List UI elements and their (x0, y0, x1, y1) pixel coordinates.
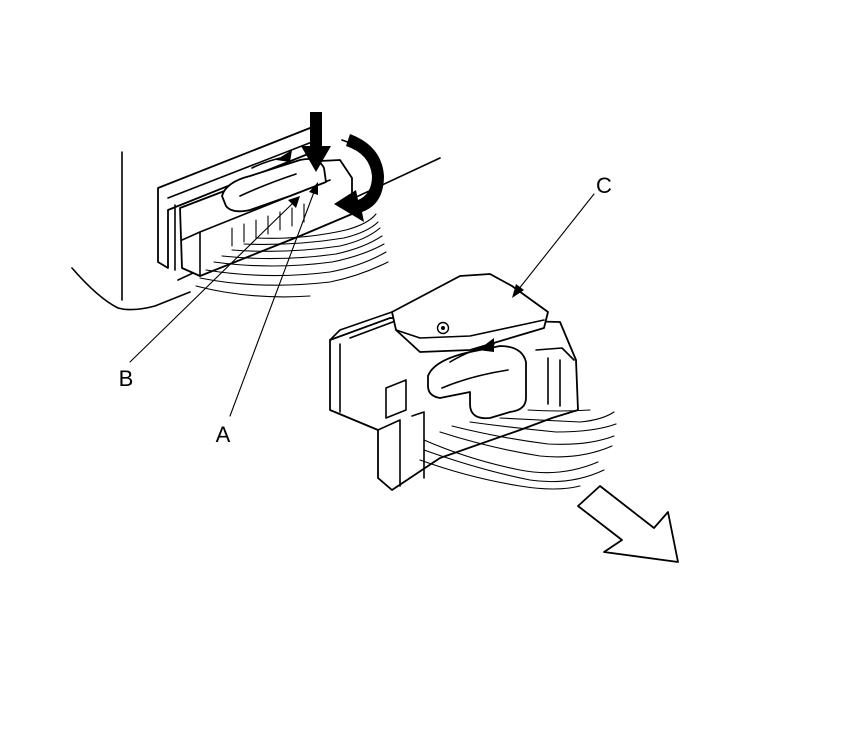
press-arrow-icon (301, 112, 331, 172)
leader-lines (129, 182, 595, 417)
callout-c: C (596, 173, 612, 198)
callout-b: B (119, 366, 134, 391)
pull-direction-arrow-icon (577, 485, 679, 563)
ecu-socket (157, 127, 353, 277)
callout-a: A (216, 422, 231, 447)
rotate-arrow-icon (334, 134, 384, 222)
plug-connector (329, 273, 617, 491)
upper-harness-wires (195, 213, 389, 298)
